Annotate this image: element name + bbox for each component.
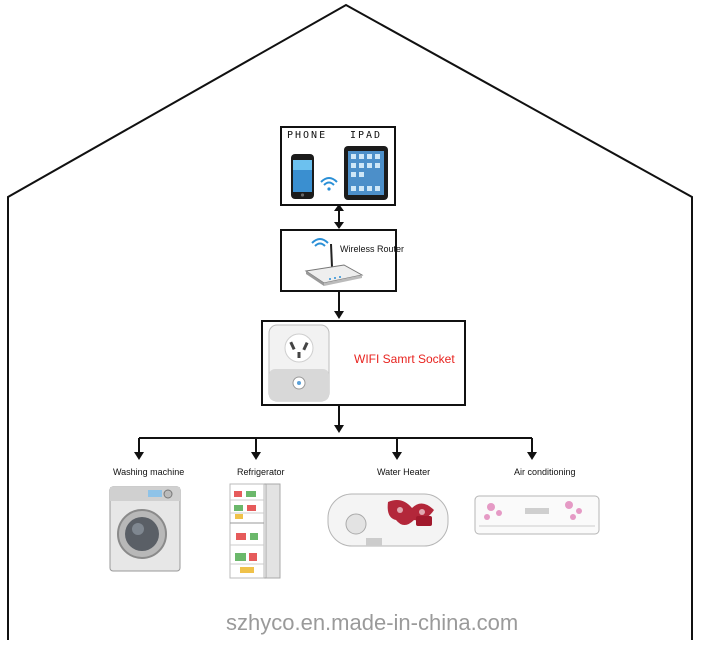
router-icon xyxy=(304,264,364,284)
watermark-text: szhyco.en.made-in-china.com xyxy=(226,610,519,635)
washing-machine-image xyxy=(109,486,181,572)
wifi-icon xyxy=(320,177,338,186)
socket-outlet-icon xyxy=(284,333,314,363)
air-conditioner-image xyxy=(474,495,600,535)
appliance-label-washing-machine: Washing machine xyxy=(113,467,185,477)
mobile-devices-box: PHONE IPAD xyxy=(280,126,396,206)
phone-label: PHONE xyxy=(287,130,328,141)
smart-socket-label: WIFI Samrt Socket xyxy=(354,352,455,366)
router-label: Wireless Router xyxy=(340,244,405,254)
ac-flower-icon xyxy=(484,501,582,520)
smart-socket-box: WIFI Samrt Socket xyxy=(261,320,466,406)
appliance-label-air-conditioning: Air conditioning xyxy=(514,467,576,477)
router-box: Wireless Router xyxy=(280,229,404,292)
ipad-label: IPAD xyxy=(350,130,383,141)
refrigerator-image xyxy=(229,483,281,579)
appliance-label-refrigerator: Refrigerator xyxy=(237,467,285,477)
water-heater-image xyxy=(327,493,449,547)
router-image xyxy=(304,238,364,286)
appliance-label-water-heater: Water Heater xyxy=(377,467,431,477)
phone-and-ipad-image xyxy=(291,146,388,200)
router-wifi-icon xyxy=(311,238,329,247)
smart-socket-image xyxy=(268,324,330,402)
